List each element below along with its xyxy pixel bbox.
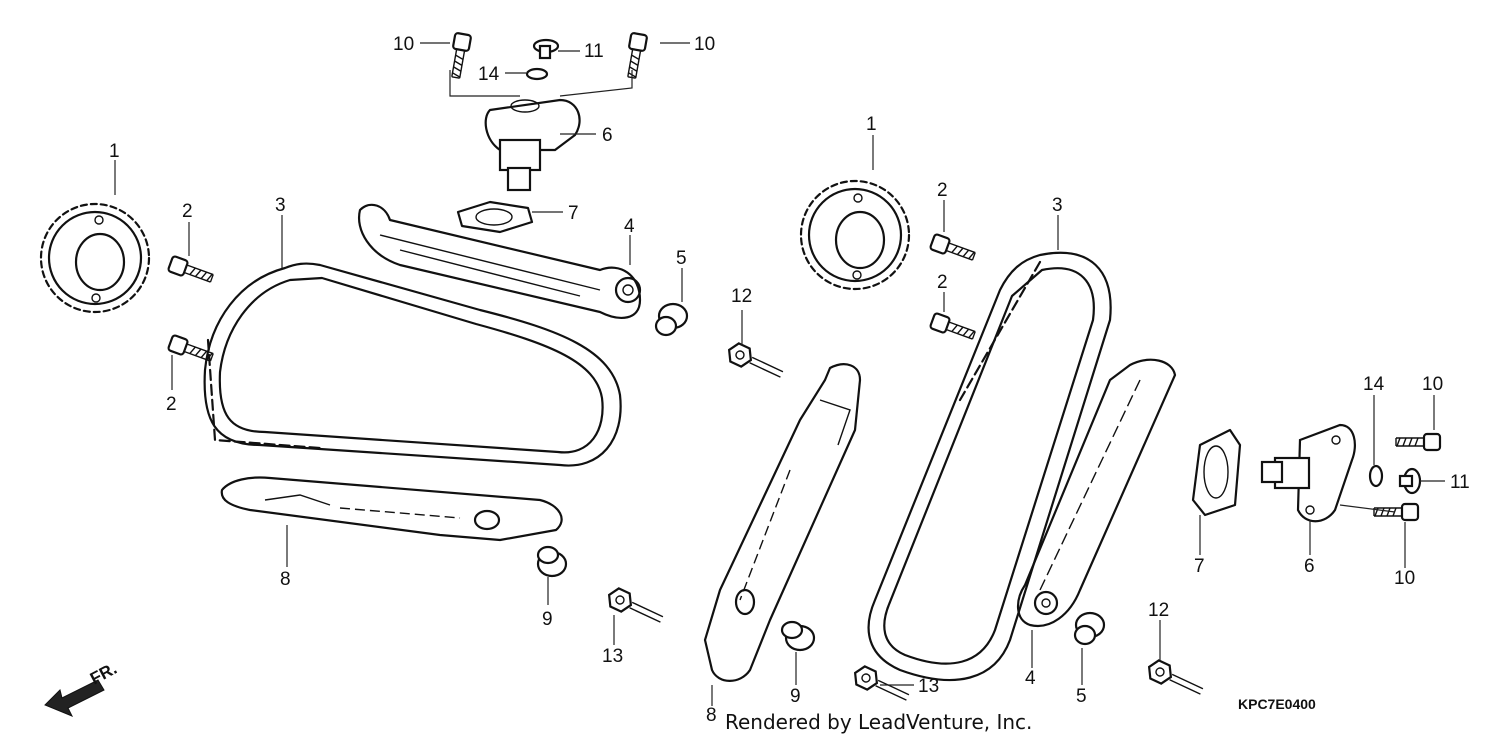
bolt-2-lower-right bbox=[928, 311, 978, 344]
callout-1-left: 1 bbox=[109, 141, 120, 162]
bolt-12-left bbox=[723, 339, 784, 378]
callout-2-right-lower: 2 bbox=[937, 272, 948, 293]
callout-12-right: 12 bbox=[1148, 600, 1169, 621]
diagram-code: KPC7E0400 bbox=[1238, 696, 1316, 712]
collar-5-left bbox=[654, 302, 689, 337]
collar-5-right bbox=[1073, 611, 1106, 646]
bolt-10-left-b bbox=[622, 31, 649, 80]
callout-10-right-a: 10 bbox=[1422, 374, 1443, 395]
callout-3-left: 3 bbox=[275, 195, 286, 216]
footer-credit: Rendered by LeadVenture, Inc. bbox=[725, 710, 1033, 734]
callout-1-right: 1 bbox=[866, 114, 877, 135]
chain-guide-right bbox=[703, 363, 862, 682]
bolt-10-right-b bbox=[1372, 502, 1420, 522]
cam-sprocket-right bbox=[799, 179, 911, 291]
callout-2-left-upper: 2 bbox=[182, 201, 193, 222]
callout-10-left-a: 10 bbox=[393, 34, 414, 55]
callout-5-right: 5 bbox=[1076, 686, 1087, 707]
callout-12-left: 12 bbox=[731, 286, 752, 307]
bolt-13-left bbox=[603, 584, 664, 623]
callout-9-left: 9 bbox=[542, 609, 553, 630]
bolt-10-left-a bbox=[446, 31, 473, 80]
chain-guide-left bbox=[220, 476, 563, 542]
front-arrow-icon bbox=[44, 679, 105, 717]
callout-3-right: 3 bbox=[1052, 195, 1063, 216]
tensioner-arm-right bbox=[1017, 358, 1177, 628]
callout-4-left: 4 bbox=[624, 216, 635, 237]
callout-11-left: 11 bbox=[584, 41, 604, 62]
callout-14-left: 14 bbox=[478, 64, 500, 85]
o-ring-14-right bbox=[1368, 464, 1384, 488]
callout-10-left-b: 10 bbox=[694, 34, 715, 55]
left-assembly: 1 2 2 3 4 5 6 7 8 9 10 10 11 12 13 14 bbox=[39, 31, 784, 667]
callout-8-right: 8 bbox=[706, 705, 717, 726]
callout-7-left: 7 bbox=[568, 203, 579, 224]
collar-9-left bbox=[536, 545, 568, 578]
sealing-bolt-11-left bbox=[532, 38, 560, 60]
callout-5-left: 5 bbox=[676, 248, 687, 269]
callout-13-left: 13 bbox=[602, 646, 623, 667]
callout-6-right: 6 bbox=[1304, 556, 1315, 577]
gasket-7-right bbox=[1191, 428, 1242, 517]
bolt-2-upper-right bbox=[928, 232, 978, 265]
tensioner-lifter-right bbox=[1260, 423, 1356, 523]
callout-2-right-upper: 2 bbox=[937, 180, 948, 201]
right-assembly: 1 2 2 3 4 5 6 7 8 9 10 10 11 12 13 14 bbox=[703, 114, 1470, 726]
sealing-bolt-11-right bbox=[1398, 467, 1422, 495]
callout-9-right: 9 bbox=[790, 686, 801, 707]
callout-13-right: 13 bbox=[918, 676, 939, 697]
tensioner-lifter-left bbox=[484, 98, 581, 192]
gasket-7-left bbox=[456, 200, 534, 234]
callout-10-right-b: 10 bbox=[1394, 568, 1415, 589]
bolt-2-upper-left bbox=[166, 254, 216, 287]
o-ring-14-left bbox=[525, 67, 549, 81]
callout-11-right: 11 bbox=[1450, 472, 1470, 493]
collar-9-right bbox=[780, 620, 816, 652]
tensioner-arm-left bbox=[357, 203, 642, 319]
callout-8-left: 8 bbox=[280, 569, 291, 590]
bolt-13-right bbox=[849, 662, 910, 701]
callout-7-right: 7 bbox=[1194, 556, 1205, 577]
cam-chain-right bbox=[867, 251, 1112, 682]
cam-chain-left bbox=[203, 262, 622, 467]
callout-6-left: 6 bbox=[602, 125, 613, 146]
callout-4-right: 4 bbox=[1025, 668, 1036, 689]
bolt-10-right-a bbox=[1394, 432, 1442, 452]
bolt-12-right bbox=[1143, 656, 1204, 695]
callout-2-left-lower: 2 bbox=[166, 394, 177, 415]
cam-sprocket-left bbox=[39, 202, 151, 314]
callout-14-right: 14 bbox=[1363, 374, 1385, 395]
